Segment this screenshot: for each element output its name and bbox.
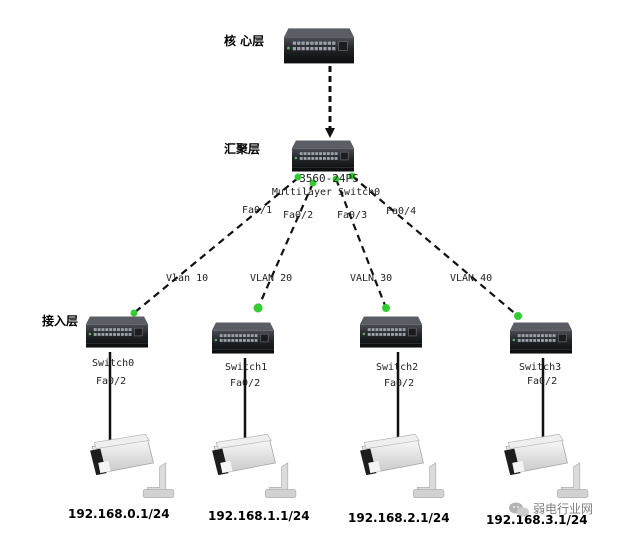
port-label-fa0-3: Fa0/3 — [337, 210, 367, 221]
access-port-dots — [130, 303, 522, 320]
switch0-port: Fa0/2 — [96, 376, 126, 387]
switch2-port: Fa0/2 — [384, 378, 414, 389]
vlan-label-40: VLAN 40 — [450, 273, 492, 284]
access-switch-2-icon[interactable] — [360, 316, 422, 349]
core-layer-label: 核 心层 — [224, 33, 264, 48]
camera-0-icon[interactable] — [89, 433, 175, 499]
core-uplink-arrow — [325, 128, 335, 138]
switch3-name: Switch3 — [519, 362, 561, 373]
aggregation-layer-label: 汇聚层 — [224, 142, 260, 156]
link-line-4 — [351, 175, 519, 317]
port-label-fa0-4: Fa0/4 — [386, 206, 416, 217]
camera-1-icon[interactable] — [211, 433, 297, 499]
access-port-dot-3 — [382, 304, 390, 312]
link-line-2 — [256, 182, 315, 309]
vlan-label-30: VALN 30 — [350, 273, 392, 284]
camera-2-icon[interactable] — [359, 433, 445, 499]
aggregation-switch-name: Multilayer Switch0 — [272, 187, 380, 198]
switch1-port: Fa0/2 — [230, 378, 260, 389]
watermark-text: 弱电行业网 — [533, 502, 593, 516]
camera-links — [108, 352, 545, 444]
aggregation-switch-icon[interactable] — [292, 140, 354, 173]
vlan-label-20: VLAN 20 — [250, 273, 292, 284]
agg-port-dot-3 — [332, 175, 340, 183]
camera-1-ip: 192.168.1.1/24 — [208, 509, 310, 523]
agg-port-dot-1 — [294, 173, 302, 181]
agg-port-dot-2 — [309, 179, 317, 187]
vlan-label-10: Vlan 10 — [166, 273, 208, 284]
aggregation-port-dots — [294, 172, 356, 187]
port-label-fa0-1: Fa0/1 — [242, 205, 272, 216]
port-label-fa0-2: Fa0/2 — [283, 210, 313, 221]
switch3-port: Fa0/2 — [527, 376, 557, 387]
camera-3-icon[interactable] — [503, 433, 589, 499]
access-switch-1-icon[interactable] — [212, 322, 274, 355]
camera-0-ip: 192.168.0.1/24 — [68, 507, 170, 521]
camera-3-ip: 192.168.3.1/24 — [486, 513, 588, 527]
access-port-dot-1 — [130, 309, 138, 317]
link-line-1 — [133, 177, 299, 314]
wechat-icon — [509, 502, 529, 517]
agg-port-dot-4 — [348, 172, 356, 180]
access-layer-label: 接入层 — [42, 313, 78, 328]
core-switch-icon[interactable] — [284, 28, 354, 64]
access-switch-0-icon[interactable] — [86, 316, 148, 349]
link-line-3 — [334, 178, 388, 309]
switch0-name: Switch0 — [92, 358, 134, 369]
distribution-links — [133, 175, 519, 317]
access-port-dot-2 — [253, 303, 263, 313]
watermark: 弱电行业网 — [509, 502, 593, 517]
camera-2-ip: 192.168.2.1/24 — [348, 511, 450, 525]
aggregation-switch-model: 3560-24PS — [299, 172, 359, 185]
access-switch-3-icon[interactable] — [510, 322, 572, 355]
access-port-dot-4 — [514, 312, 522, 320]
